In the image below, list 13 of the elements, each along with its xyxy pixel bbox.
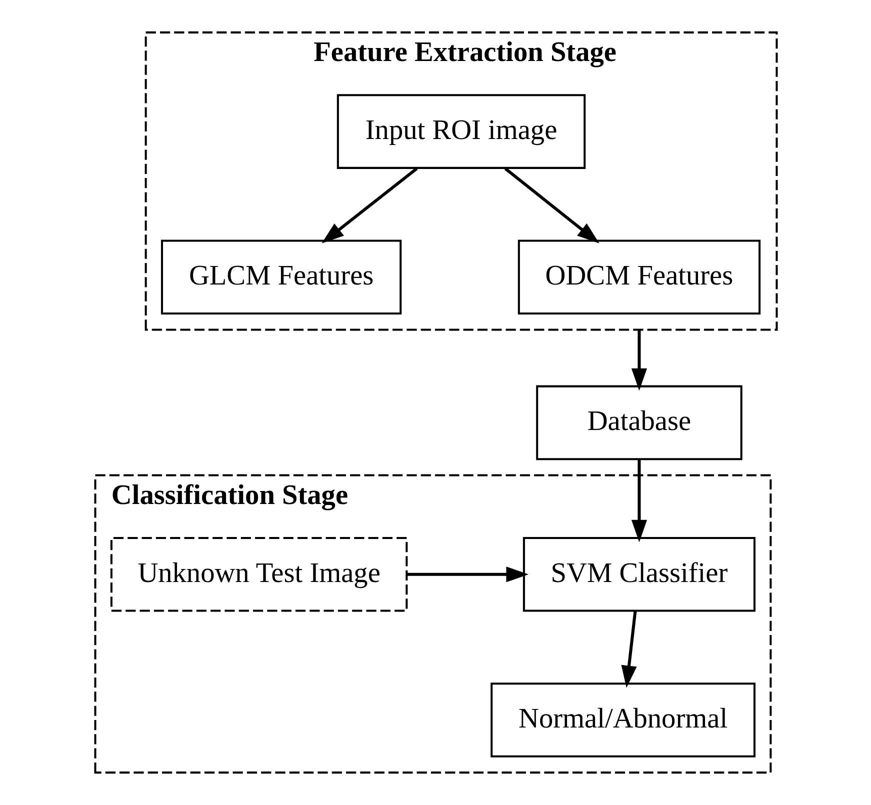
node-box: Normal/Abnormal	[490, 682, 755, 758]
arrow	[406, 566, 528, 582]
arrow	[620, 611, 636, 688]
node-box: Input ROI image	[336, 94, 586, 169]
node-box: Unknown Test Image	[110, 536, 408, 612]
arrow	[630, 330, 647, 391]
arrow	[321, 167, 418, 244]
node-box: GLCM Features	[160, 240, 402, 315]
node-box: ODCM Features	[517, 240, 760, 315]
node-box: SVM Classifier	[522, 536, 755, 612]
node-box: Database	[536, 385, 742, 460]
arrow	[504, 167, 599, 244]
arrow	[630, 460, 647, 542]
